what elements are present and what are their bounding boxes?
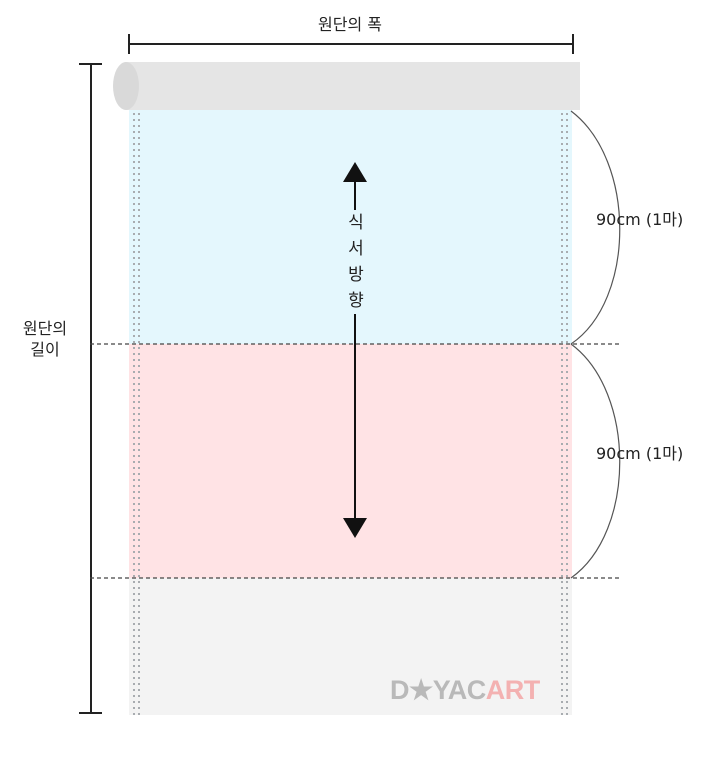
fabric-length-label-line2: 길이	[30, 340, 60, 359]
logo-text-part2: ART	[485, 675, 541, 705]
fabric-section-2	[129, 344, 572, 578]
fabric-length-label: 원단의 길이	[14, 318, 76, 360]
grain-char: 향	[348, 291, 364, 311]
grain-char: 식	[348, 213, 364, 233]
width-dimension-line	[128, 34, 574, 54]
segment-2-label: 90cm (1마)	[596, 444, 684, 463]
segment-1-label: 90cm (1마)	[596, 210, 684, 229]
arrow-down-icon	[343, 518, 367, 538]
length-dimension-line	[79, 63, 102, 714]
fabric-section-3	[129, 578, 572, 715]
grain-char: 서	[348, 239, 364, 259]
selvage-lines	[133, 113, 568, 715]
fabric-width-label: 원단의 폭	[318, 15, 382, 34]
fabric-roll	[113, 62, 580, 110]
arrow-up-icon	[343, 162, 367, 182]
fabric-length-label-line1: 원단의	[22, 319, 68, 338]
segment-arcs	[570, 110, 621, 579]
brand-logo: D★YACART	[390, 674, 540, 706]
grain-direction-label: 식 서 방 향	[336, 210, 376, 314]
logo-text-part1: D★YAC	[390, 675, 486, 705]
grain-char: 방	[348, 265, 364, 285]
